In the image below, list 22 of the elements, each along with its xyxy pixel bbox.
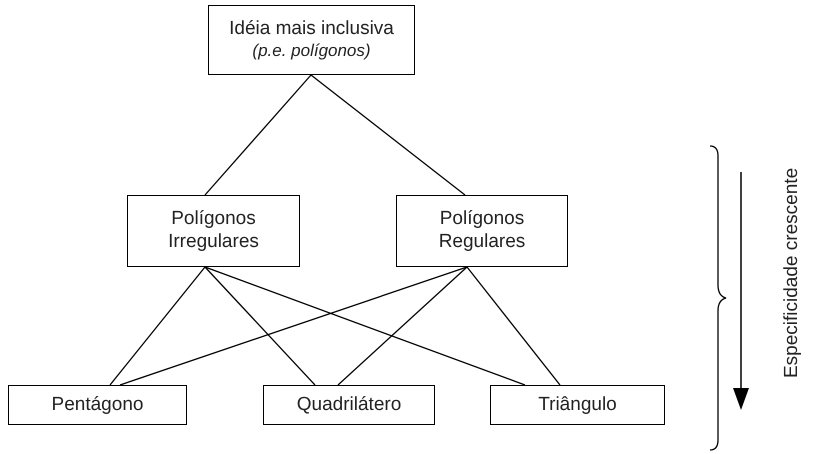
connector-line <box>204 74 312 196</box>
concept-label: Pentágono <box>52 394 144 416</box>
concept-box <box>208 5 415 75</box>
connector-line <box>120 266 468 386</box>
connector-line <box>204 266 526 386</box>
connector-line <box>310 74 466 196</box>
connector-line <box>466 266 560 386</box>
concept-label: Triângulo <box>538 394 617 416</box>
concept-label: Polígonos Irregulares <box>167 208 260 254</box>
connector-line <box>110 266 206 386</box>
concept-label: Quadrilátero <box>296 394 402 416</box>
connector-line <box>338 266 468 386</box>
concept-label: Idéia mais inclusiva <box>229 18 394 42</box>
concept-box <box>127 195 300 267</box>
axis-label: Especificidade crescente <box>781 166 803 380</box>
concept-box <box>8 385 187 425</box>
concept-box <box>490 385 665 425</box>
concept-box <box>396 195 568 267</box>
example-note: (p.e. polígonos) <box>252 41 371 62</box>
connector-line <box>204 266 316 386</box>
concept-label: Polígonos Regulares <box>438 208 526 254</box>
concept-box <box>263 385 435 425</box>
